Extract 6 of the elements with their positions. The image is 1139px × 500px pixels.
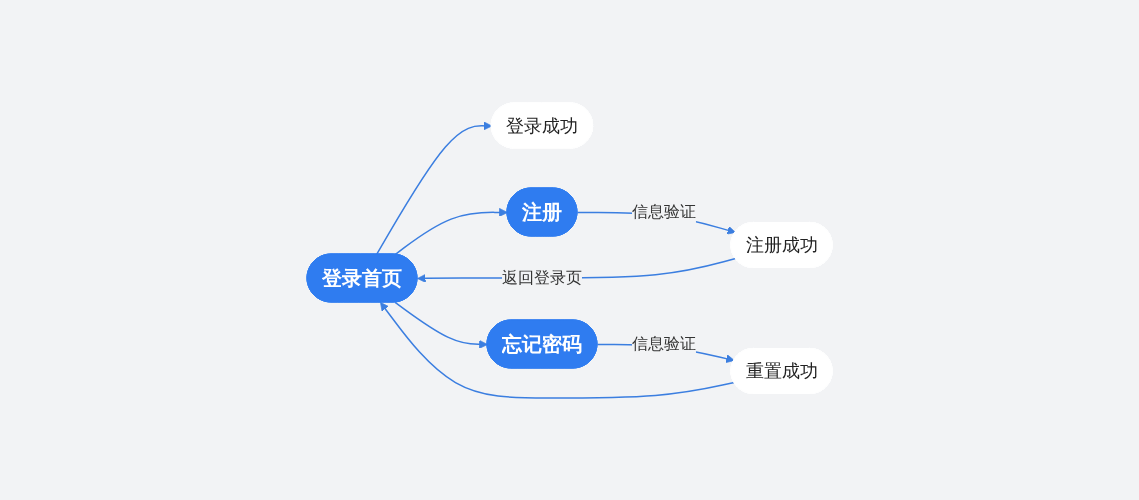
edge-label: 信息验证 xyxy=(631,201,696,221)
edge-label: 信息验证 xyxy=(631,333,696,353)
arrow xyxy=(394,207,508,255)
edge-label: 返回登录页 xyxy=(501,267,582,287)
arrow xyxy=(375,121,493,255)
arrow xyxy=(394,301,488,349)
